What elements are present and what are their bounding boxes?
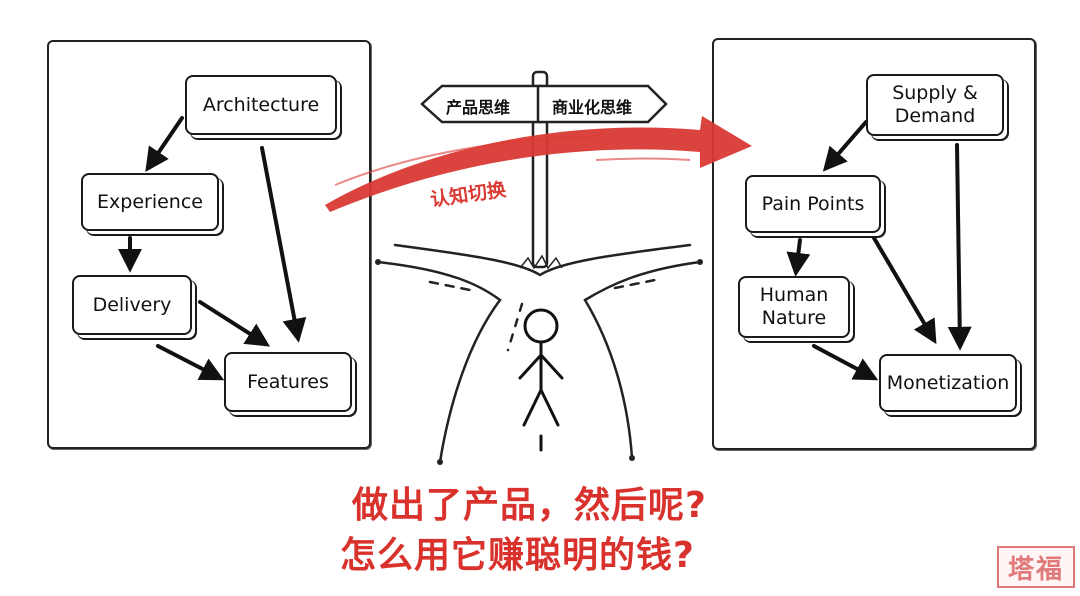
node-monetization: Monetization	[879, 354, 1017, 412]
signpost	[420, 70, 668, 270]
right-flow-arrows	[786, 120, 972, 381]
arrow-pain-points-to-monetization	[872, 236, 937, 345]
node-features: Features	[224, 352, 352, 412]
left-flow-arrows	[118, 116, 307, 381]
watermark-seal: 塔福	[997, 546, 1075, 588]
arrow-supply-to-monetization	[947, 143, 972, 351]
cognitive-shift-arrow	[325, 116, 752, 212]
node-features-label: Features	[247, 370, 329, 393]
node-supply-demand: Supply & Demand	[866, 74, 1004, 136]
arrow-supply-to-pain-points	[822, 120, 868, 172]
node-human-nature: Human Nature	[738, 276, 850, 338]
node-experience: Experience	[81, 173, 219, 231]
sign-right-board	[536, 84, 668, 124]
node-human-nature-line2: Nature	[761, 307, 827, 329]
node-delivery: Delivery	[72, 275, 192, 335]
arrow-delivery-to-features-2	[156, 344, 225, 381]
node-architecture-label: Architecture	[202, 93, 320, 116]
caption-line-1: 做出了产品，然后呢?	[352, 485, 707, 526]
node-architecture: Architecture	[185, 75, 337, 135]
sign-business-thinking: 商业化思维	[552, 98, 633, 117]
watermark-text: 塔福	[1007, 554, 1064, 585]
node-pain-points: Pain Points	[745, 175, 881, 233]
stick-figure-icon	[518, 308, 564, 452]
arrow-architecture-to-experience	[145, 116, 184, 172]
caption-line-2: 怎么用它赚聪明的钱?	[340, 535, 695, 576]
arrow-architecture-to-features	[260, 146, 307, 343]
sign-product-thinking: 产品思维	[446, 98, 511, 117]
forking-road	[376, 243, 702, 464]
node-experience-label: Experience	[97, 190, 203, 213]
arrow-delivery-to-features-1	[198, 300, 271, 347]
arrow-pain-points-to-human-nature	[786, 238, 811, 277]
node-pain-points-label: Pain Points	[761, 192, 865, 215]
node-monetization-label: Monetization	[886, 371, 1010, 394]
node-human-nature-line1: Human	[759, 284, 829, 307]
node-supply-demand-line2: Demand	[894, 105, 976, 127]
arrow-human-nature-to-monetization	[812, 344, 879, 381]
node-supply-demand-line1: Supply &	[892, 82, 978, 105]
node-delivery-label: Delivery	[92, 293, 172, 316]
